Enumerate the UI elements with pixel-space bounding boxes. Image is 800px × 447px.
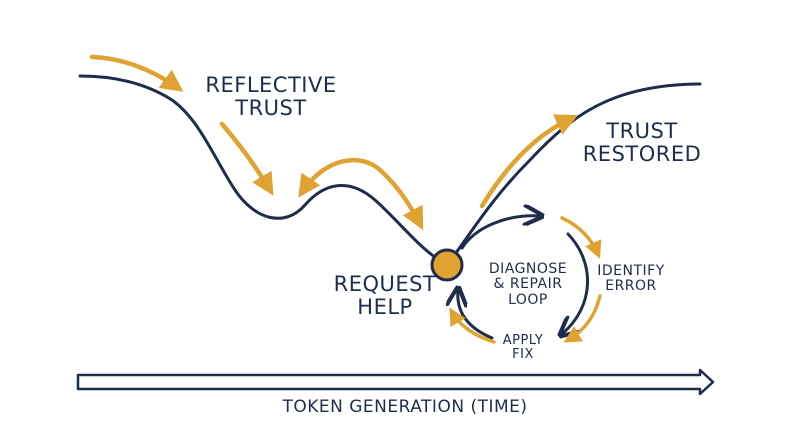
- trust-restored-label: TRUST RESTORED: [582, 119, 702, 167]
- loop-gold-top-right: [560, 216, 602, 259]
- request-help-node: [430, 248, 464, 282]
- reflective-trust-label: REFLECTIVE TRUST: [205, 73, 337, 121]
- axis-label: TOKEN GENERATION (TIME): [282, 397, 528, 417]
- diagnose-repair-loop-label: DIAGNOSE & REPAIR LOOP: [488, 261, 568, 308]
- time-axis-arrow: [76, 368, 715, 396]
- loop-gold-bottom-left: [449, 307, 496, 344]
- loop-arrow-top: [460, 216, 540, 250]
- identify-error-label: IDENTIFY ERROR: [597, 263, 665, 295]
- request-help-label: REQUEST HELP: [333, 272, 437, 320]
- trust-curve: [78, 74, 702, 267]
- gold-arrow-descent: [219, 121, 274, 196]
- loop-arrow-right: [562, 232, 589, 334]
- gold-arrow-top-left: [89, 54, 184, 92]
- gold-arrow-rise: [479, 114, 579, 209]
- apply-fix-label: APPLY FIX: [502, 333, 544, 363]
- gold-arrow-double: [298, 157, 424, 230]
- loop-gold-bottom-right: [563, 294, 602, 343]
